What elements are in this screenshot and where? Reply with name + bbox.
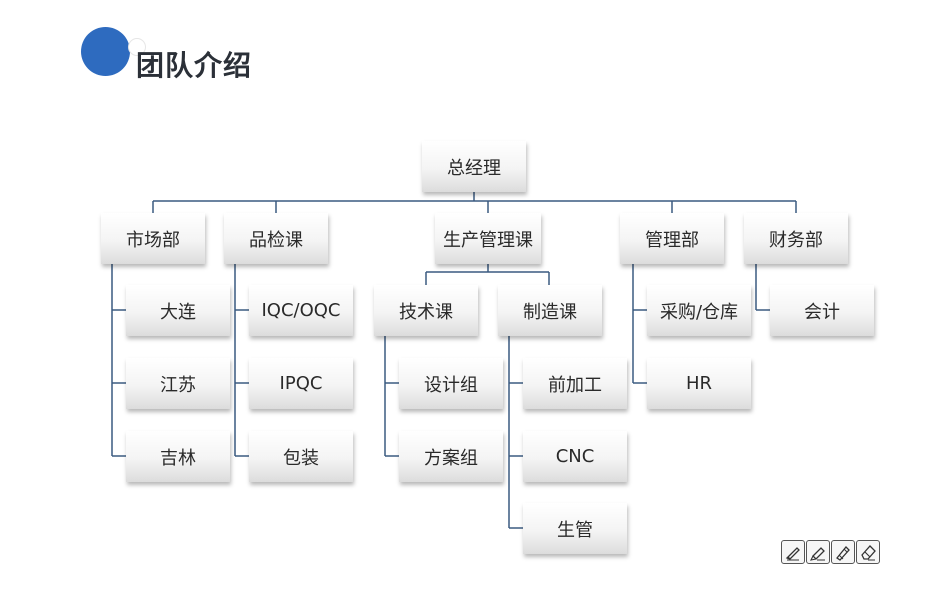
node-accounting: 会计 xyxy=(770,285,874,336)
node-production-control: 生管 xyxy=(523,503,627,554)
node-manufacturing-section: 制造课 xyxy=(498,285,602,336)
node-management-dept: 管理部 xyxy=(620,213,724,264)
node-purchasing-warehouse: 采购/仓库 xyxy=(647,285,751,336)
node-technical-section: 技术课 xyxy=(374,285,478,336)
annotation-toolbar xyxy=(781,540,880,564)
node-design-group: 设计组 xyxy=(399,358,503,409)
pen-icon[interactable] xyxy=(781,540,805,564)
node-solution-group: 方案组 xyxy=(399,431,503,482)
highlighter-icon[interactable] xyxy=(806,540,830,564)
eraser-icon[interactable] xyxy=(856,540,880,564)
node-dalian: 大连 xyxy=(126,285,230,336)
node-hr: HR xyxy=(647,358,751,409)
title-bullet-ring xyxy=(128,38,146,56)
node-ipqc: IPQC xyxy=(249,358,353,409)
node-packaging: 包装 xyxy=(249,431,353,482)
node-production-mgmt-dept: 生产管理课 xyxy=(435,213,541,264)
node-jilin: 吉林 xyxy=(126,431,230,482)
page-title: 团队介绍 xyxy=(136,49,253,82)
node-jiangsu: 江苏 xyxy=(126,358,230,409)
title-bullet-circle xyxy=(81,27,130,76)
node-general-manager: 总经理 xyxy=(422,141,526,192)
node-pre-processing: 前加工 xyxy=(523,358,627,409)
node-finance-dept: 财务部 xyxy=(744,213,848,264)
node-quality-dept: 品检课 xyxy=(224,213,328,264)
node-marketing-dept: 市场部 xyxy=(101,213,205,264)
marker-icon[interactable] xyxy=(831,540,855,564)
node-cnc: CNC xyxy=(523,431,627,482)
node-iqc-oqc: IQC/OQC xyxy=(249,285,353,336)
